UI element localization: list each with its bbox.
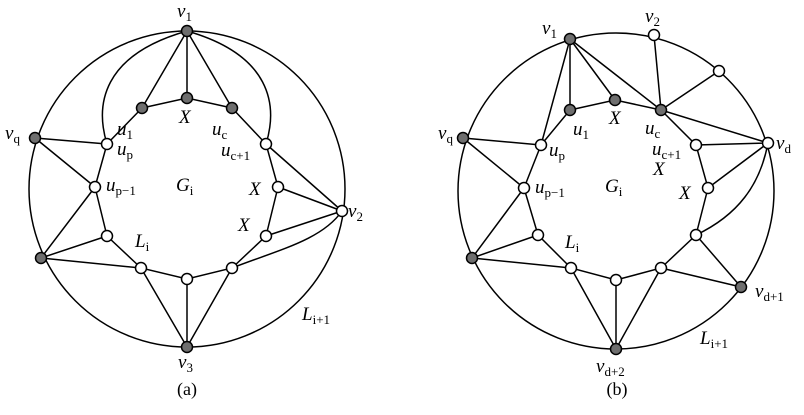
edges-v3-a	[140, 267, 233, 348]
label-v1-b: v1	[542, 18, 557, 41]
label-u1-a: u1	[117, 119, 133, 142]
label-x-r1-a: X	[248, 179, 262, 200]
label-uc-b: uc	[645, 118, 661, 141]
edge-vd-curve-b	[695, 142, 769, 236]
vertex-li-b	[531, 228, 545, 242]
labels-a: v1 u1 X uc vq up uc+1 up−1 Gi X X v2 Li …	[5, 1, 363, 400]
vertex-x-top-a	[180, 91, 194, 105]
label-up-a: up	[117, 139, 133, 162]
edges-uc-outer-b	[653, 34, 720, 111]
label-li-b: Li	[564, 232, 580, 255]
label-v2-a: v2	[348, 201, 363, 224]
label-x-top-a: X	[178, 107, 192, 128]
label-x-top-b: X	[608, 108, 622, 129]
vertex-up-a	[100, 137, 114, 151]
label-v1-a: v1	[177, 1, 192, 24]
label-li1-a: Li+1	[301, 304, 330, 327]
label-li1-b: Li+1	[699, 328, 728, 351]
label-vd1-b: vd+1	[755, 281, 784, 304]
edges-vd2-b	[570, 267, 662, 350]
labels-b: v1 v2 u1 X uc vq up uc+1 vd up−1 Gi X X …	[438, 6, 791, 400]
label-x-r1-b: X	[652, 159, 666, 180]
vertex-v1-a	[180, 24, 194, 38]
vertex-vq-a	[28, 131, 42, 145]
edges-v2-a	[265, 143, 343, 237]
vertex-bottom-a	[180, 272, 194, 286]
edges-vq-b	[462, 137, 542, 189]
label-up1-a: up−1	[106, 175, 136, 198]
label-vq-b: vq	[438, 123, 453, 146]
vertex-xr1-a	[271, 180, 285, 194]
vertices-b	[456, 28, 775, 356]
edge-uc1-v1-a	[186, 30, 272, 145]
vertex-uc-b	[654, 103, 668, 117]
vertex-br-a	[225, 261, 239, 275]
label-u1-b: u1	[573, 119, 589, 142]
edge-v2-curve-a	[231, 210, 343, 269]
vertex-uc1-a	[259, 137, 273, 151]
vertex-bl-b	[564, 261, 578, 275]
vertex-xr2-b	[689, 228, 703, 242]
vertex-u1-a	[135, 101, 149, 115]
label-x-r2-a: X	[237, 215, 251, 236]
vertex-li-a	[100, 229, 114, 243]
vertex-br-b	[654, 261, 668, 275]
edges-v1-top-a	[141, 30, 233, 109]
label-gi-b: Gi	[605, 176, 623, 199]
edges-left-bottom-a	[40, 186, 142, 269]
vertex-up1-b	[517, 181, 531, 195]
label-up-b: up	[549, 140, 565, 163]
vertex-vq-b	[456, 131, 470, 145]
label-vd2-b: vd+2	[596, 356, 625, 379]
vertex-vd2-b	[609, 342, 623, 356]
vertex-uc1-b	[689, 138, 703, 152]
vertex-bottom-b	[609, 273, 623, 287]
label-uc1-a: uc+1	[221, 140, 250, 163]
edges-v1-b	[540, 38, 662, 146]
label-uc-a: uc	[212, 119, 228, 142]
vertex-xr2-a	[259, 229, 273, 243]
label-li-a: Li	[134, 231, 150, 254]
caption-a: (a)	[177, 379, 197, 400]
vertex-vd1-b	[734, 280, 748, 294]
edges-vd-b	[660, 109, 769, 189]
vertex-v2-a	[335, 204, 349, 218]
vertex-outer-top-right-b	[712, 64, 726, 78]
label-vq-a: vq	[5, 123, 20, 146]
vertex-v2-b	[647, 28, 661, 42]
label-v3-a: v3	[178, 352, 193, 375]
vertex-up-b	[534, 138, 548, 152]
label-v2-b: v2	[645, 6, 660, 29]
edges-vq-a	[34, 137, 108, 188]
vertex-xr1-b	[701, 181, 715, 195]
vertex-u1-b	[563, 103, 577, 117]
vertex-v3-a	[180, 340, 194, 354]
edges-vd1-b	[660, 234, 742, 288]
caption-b: (b)	[607, 379, 628, 400]
label-uc1-b: uc+1	[652, 139, 681, 162]
edges-left-bottom-b	[471, 187, 572, 269]
vertex-left-bottom-a	[34, 251, 48, 265]
label-x-r2-b: X	[678, 183, 692, 204]
vertex-up1-a	[88, 180, 102, 194]
vertex-v1-b	[563, 32, 577, 46]
vertices-a	[28, 24, 349, 354]
label-up1-b: up−1	[535, 177, 565, 200]
vertex-bl-a	[134, 261, 148, 275]
edge-up-v1-a	[101, 30, 188, 145]
label-gi-a: Gi	[176, 175, 194, 198]
vertex-uc-a	[225, 101, 239, 115]
vertex-vd-b	[761, 136, 775, 150]
vertex-x-top-b	[608, 93, 622, 107]
vertex-left-bottom-b	[465, 251, 479, 265]
label-vd-b: vd	[776, 133, 791, 156]
